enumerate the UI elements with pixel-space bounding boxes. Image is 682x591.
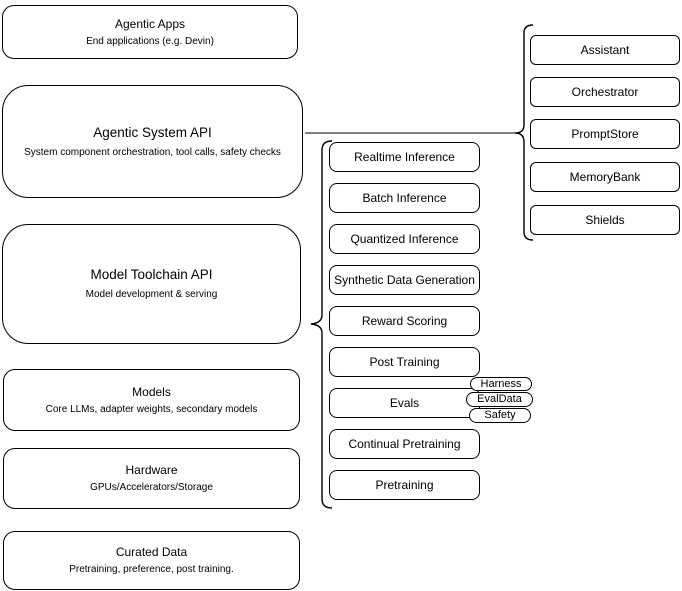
node-models: Models Core LLMs, adapter weights, secon… [3, 369, 300, 431]
node-label: Pretraining [375, 478, 434, 492]
node-agentic-apps: Agentic Apps End applications (e.g. Devi… [2, 5, 298, 59]
node-hardware: Hardware GPUs/Accelerators/Storage [3, 448, 300, 509]
node-title: Models [132, 384, 171, 399]
node-title: Curated Data [115, 545, 188, 559]
node-label: Continual Pretraining [348, 437, 461, 451]
node-label: MemoryBank [569, 170, 641, 184]
node-title: Agentic System API [93, 124, 212, 140]
node-label: Shields [585, 213, 625, 227]
node-realtime-inference: Realtime Inference [329, 142, 480, 172]
node-label: Batch Inference [362, 191, 447, 205]
tag-label: EvalData [477, 393, 522, 405]
node-reward-scoring: Reward Scoring [329, 306, 480, 336]
tag-harness: Harness [470, 377, 532, 391]
node-title: Model Toolchain API [90, 267, 213, 282]
node-title: Hardware [125, 463, 178, 477]
node-evals: Evals [329, 388, 480, 418]
node-memorybank: MemoryBank [530, 162, 680, 192]
node-curated-data: Curated Data Pretraining, preference, po… [3, 531, 300, 590]
tag-label: Safety [484, 409, 516, 421]
node-batch-inference: Batch Inference [329, 183, 480, 213]
node-post-training: Post Training [329, 347, 480, 377]
tag-safety: Safety [469, 408, 531, 423]
node-subtitle: System component orchestration, tool cal… [24, 146, 281, 158]
node-subtitle: Pretraining, preference, post training. [69, 564, 234, 575]
node-agentic-system-api: Agentic System API System component orch… [2, 85, 303, 198]
node-subtitle: GPUs/Accelerators/Storage [90, 482, 213, 493]
node-promptstore: PromptStore [530, 119, 680, 149]
node-shields: Shields [530, 205, 680, 235]
node-label: Assistant [580, 43, 630, 57]
node-title: Agentic Apps [114, 16, 186, 31]
node-subtitle: Model development & serving [85, 289, 218, 300]
node-subtitle: Core LLMs, adapter weights, secondary mo… [45, 403, 258, 415]
node-synthetic-data-generation: Synthetic Data Generation [329, 265, 480, 295]
node-label: Orchestrator [571, 85, 639, 99]
node-label: Quantized Inference [350, 232, 459, 246]
node-quantized-inference: Quantized Inference [329, 224, 480, 254]
node-label: PromptStore [571, 127, 639, 141]
node-label: Synthetic Data Generation [334, 273, 475, 287]
node-assistant: Assistant [530, 35, 680, 65]
node-label: Evals [389, 396, 420, 410]
node-label: Reward Scoring [361, 314, 448, 328]
node-label: Post Training [369, 355, 440, 369]
node-pretraining: Pretraining [329, 470, 480, 500]
node-continual-pretraining: Continual Pretraining [329, 429, 480, 459]
node-orchestrator: Orchestrator [530, 77, 680, 107]
node-subtitle: End applications (e.g. Devin) [86, 35, 214, 47]
node-model-toolchain-api: Model Toolchain API Model development & … [2, 224, 301, 344]
tag-label: Harness [480, 377, 522, 390]
node-label: Realtime Inference [354, 150, 455, 164]
tag-evaldata: EvalData [466, 392, 533, 407]
